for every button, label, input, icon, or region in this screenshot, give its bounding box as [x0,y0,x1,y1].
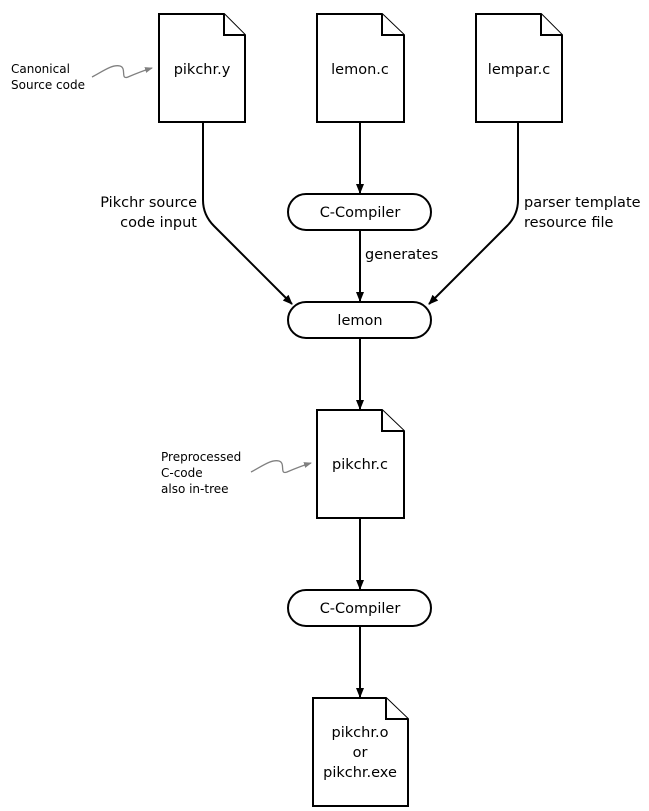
file-pikchr-y-label: pikchr.y [174,62,231,78]
edge-label-pikchr-input-2: code input [120,215,197,231]
file-pikchr-c: pikchr.c [316,409,405,519]
file-pikchr-y: pikchr.y [158,13,246,123]
note-canonical-arrow [91,65,153,79]
process-compiler-top: C-Compiler [287,193,432,231]
edge-label-parser-template-1: parser template [524,195,641,211]
edge-label-generates: generates [365,247,438,263]
file-lemon-c: lemon.c [316,13,405,123]
process-compiler-bottom-label: C-Compiler [320,601,401,617]
file-output-label-2: or [353,745,368,761]
file-lemon-c-label: lemon.c [331,62,389,78]
note-preprocessed-line-3: also in-tree [161,482,229,496]
edge-pikchr-y-to-lemon [202,122,293,305]
file-output-label-1: pikchr.o [332,725,389,741]
file-pikchr-c-label: pikchr.c [332,457,388,473]
process-lemon: lemon [287,301,432,339]
edge-label-parser-template-2: resource file [524,215,613,231]
process-lemon-label: lemon [337,313,382,329]
file-output: pikchr.o or pikchr.exe [312,697,409,807]
file-output-label-3: pikchr.exe [323,765,397,781]
note-preprocessed: Preprocessed C-code also in-tree [161,450,312,496]
file-lempar-c-label: lempar.c [488,62,550,78]
edge-label-pikchr-input-1: Pikchr source [100,195,197,211]
note-preprocessed-line-1: Preprocessed [161,450,241,464]
process-compiler-top-label: C-Compiler [320,205,401,221]
edge-lempar-c-to-lemon [428,122,519,305]
note-preprocessed-arrow [250,460,312,474]
file-lempar-c: lempar.c [475,13,563,123]
note-preprocessed-line-2: C-code [161,466,203,480]
note-canonical: Canonical Source code [11,62,153,92]
note-canonical-line-1: Canonical [11,62,70,76]
process-compiler-bottom: C-Compiler [287,589,432,627]
note-canonical-line-2: Source code [11,78,85,92]
